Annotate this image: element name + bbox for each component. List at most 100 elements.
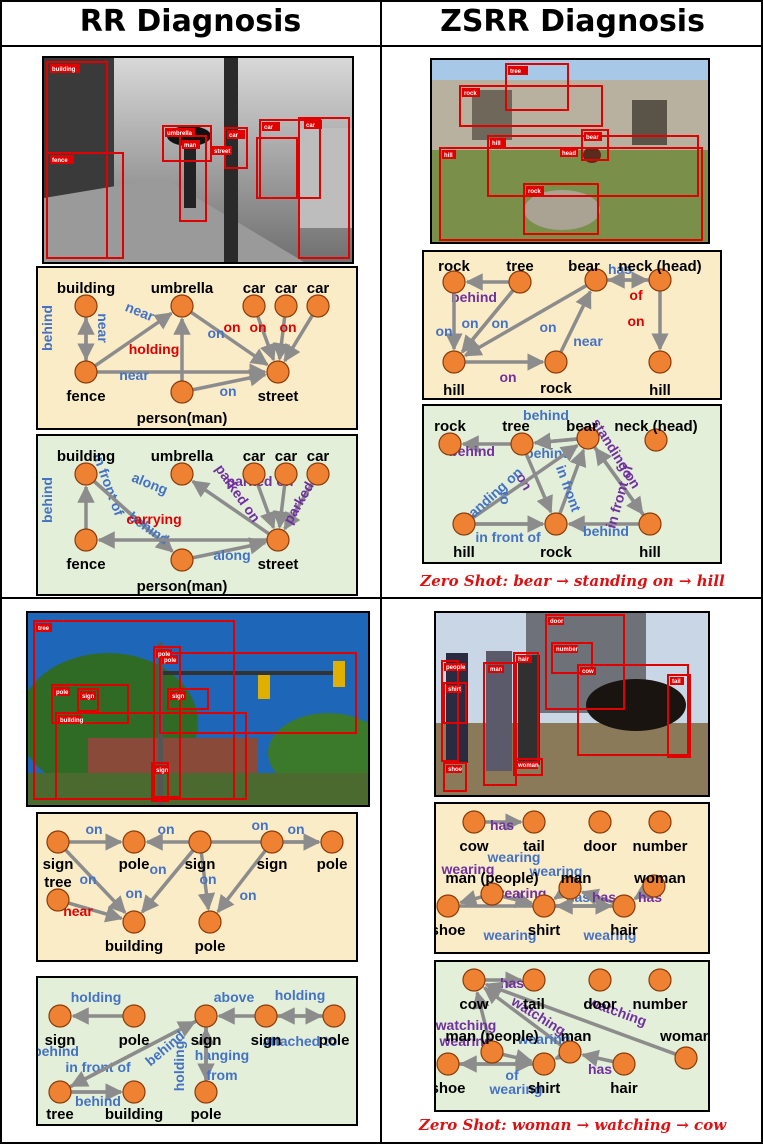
- node-market_rr-2: [588, 810, 612, 834]
- tag-door: door: [550, 619, 564, 625]
- photo-intersection: tree pole pole sign pole sign building s…: [26, 611, 370, 807]
- street-tags: [50, 64, 322, 164]
- node-street_zsrr-7: [266, 528, 290, 552]
- node-label-market_rr-8: shirt: [528, 922, 561, 939]
- edge-label-inter_rr-3: on: [287, 821, 304, 837]
- node-label-inter_rr-1: pole: [119, 856, 150, 873]
- node-label-zoo_rr-6: hill: [649, 382, 671, 398]
- tag-pole: pole: [158, 652, 171, 658]
- edge-label-inter_zsrr-0: holding: [71, 989, 122, 1005]
- edge-label-inter_zsrr-6: behind: [75, 1093, 121, 1109]
- edge-label-inter_zsrr-9: hanging: [195, 1047, 249, 1063]
- node-inter_rr-3: [260, 830, 284, 854]
- node-label-inter_rr-3: sign: [257, 856, 288, 873]
- edge-label-inter_zsrr-8: holding: [171, 1041, 187, 1092]
- tag-cow: cow: [582, 669, 594, 675]
- edge-inter_rr-9: [216, 849, 267, 914]
- node-zoo_zsrr-1: [510, 432, 534, 456]
- edge-label-zoo_zsrr-5: in front: [553, 463, 585, 514]
- edge-inter_zsrr-7: [69, 1019, 198, 1088]
- node-label-zoo_rr-0: rock: [438, 258, 470, 275]
- edge-label-inter_rr-4: on: [79, 871, 96, 887]
- photo-market: door people man hair number shirt cow ta…: [434, 611, 710, 797]
- node-market_rr-0: [462, 810, 486, 834]
- edge-zoo_zsrr-2: [533, 432, 578, 451]
- edge-label-market_zsrr-8: has: [588, 1061, 612, 1077]
- node-label-inter_zsrr-2: sign: [191, 1032, 222, 1049]
- node-label-zoo_zsrr-6: hill: [639, 544, 661, 561]
- node-zoo_rr-5: [544, 350, 568, 374]
- node-market_zsrr-3: [648, 968, 672, 992]
- tag-shirt: shirt: [448, 687, 461, 693]
- node-label-market_zsrr-6: woman: [659, 1028, 708, 1045]
- edge-label-inter_rr-7: on: [199, 871, 216, 887]
- node-label-street_rr-6: person(man): [137, 410, 228, 427]
- edge-label-street_rr-5: on: [219, 383, 236, 399]
- node-label-zoo_zsrr-1: tree: [502, 418, 530, 435]
- edge-label-inter_zsrr-2: holding: [275, 987, 326, 1003]
- node-label-zoo_rr-4: hill: [443, 382, 465, 398]
- node-label-market_rr-4: man (people): [445, 870, 538, 887]
- edge-label-inter_zsrr-10: from: [206, 1067, 237, 1083]
- tag-shoe: shoe: [448, 767, 463, 773]
- tag-man: man: [184, 143, 197, 149]
- node-street_zsrr-6: [170, 548, 194, 572]
- node-label-inter_rr-2: sign: [185, 856, 216, 873]
- node-street_rr-3: [274, 294, 298, 318]
- node-label-zoo_rr-5: rock: [540, 380, 572, 397]
- node-label-zoo_zsrr-2: bear: [566, 418, 598, 435]
- node-inter_rr-1: [122, 830, 146, 854]
- edge-zoo_rr-4: [463, 283, 588, 358]
- edge-label-inter_rr-5: on: [125, 885, 142, 901]
- edge-street_zsrr-8: [283, 482, 314, 531]
- node-label-inter_zsrr-6: building: [105, 1106, 163, 1123]
- node-zoo_zsrr-3: [644, 428, 668, 452]
- edge-zoo_zsrr-10: [594, 447, 645, 517]
- node-inter_zsrr-3: [254, 1004, 278, 1028]
- node-label-market_rr-0: cow: [459, 838, 489, 855]
- node-zoo_zsrr-2: [576, 426, 600, 450]
- tag-building: building: [52, 67, 76, 73]
- edge-label-zoo_rr-6: of: [629, 287, 643, 303]
- edge-label-zoo_rr-4: on: [539, 319, 556, 335]
- node-inter_zsrr-2: [194, 1004, 218, 1028]
- tag-bear: bear: [586, 135, 599, 141]
- node-label-inter_zsrr-7: pole: [191, 1106, 222, 1123]
- node-zoo_rr-6: [648, 350, 672, 374]
- edge-label-street_rr-1: near: [95, 313, 111, 343]
- node-inter_rr-4: [320, 830, 344, 854]
- zero-shot-caption-bottom: Zero Shot: woman → watching → cow: [418, 1116, 727, 1134]
- node-inter_zsrr-0: [48, 1004, 72, 1028]
- node-inter_rr-7: [198, 910, 222, 934]
- node-street_zsrr-1: [170, 462, 194, 486]
- edge-label-zoo_zsrr-8: behind: [583, 523, 629, 539]
- node-label-inter_rr-0: sign: [43, 856, 74, 873]
- node-market_rr-7: [436, 894, 460, 918]
- node-market_zsrr-2: [588, 968, 612, 992]
- node-zoo_rr-1: [508, 270, 532, 294]
- edge-label-street_zsrr-0: behind: [39, 477, 55, 523]
- edge-street_zsrr-7: [272, 484, 291, 529]
- tag-hair: hair: [518, 657, 530, 663]
- node-market_rr-9: [612, 894, 636, 918]
- photo-zoo-image: tree rock hill hill bear head rock: [432, 60, 708, 242]
- edge-label-inter_rr-0: on: [85, 821, 102, 837]
- node-market_rr-8: [532, 894, 556, 918]
- node-zoo_rr-2: [584, 268, 608, 292]
- tag-number: number: [556, 647, 579, 653]
- edge-label-market_rr-6: has: [592, 889, 616, 905]
- node-label-inter_rr-5: tree: [44, 874, 72, 891]
- tag-umbrella: umbrella: [167, 131, 193, 137]
- edge-label-zoo_rr-3: on: [491, 315, 508, 331]
- tag-pole3: pole: [56, 690, 69, 696]
- edge-inter_rr-6: [68, 901, 124, 923]
- edge-label-market_rr-2: wearing: [441, 861, 495, 877]
- node-zoo_zsrr-5: [544, 512, 568, 536]
